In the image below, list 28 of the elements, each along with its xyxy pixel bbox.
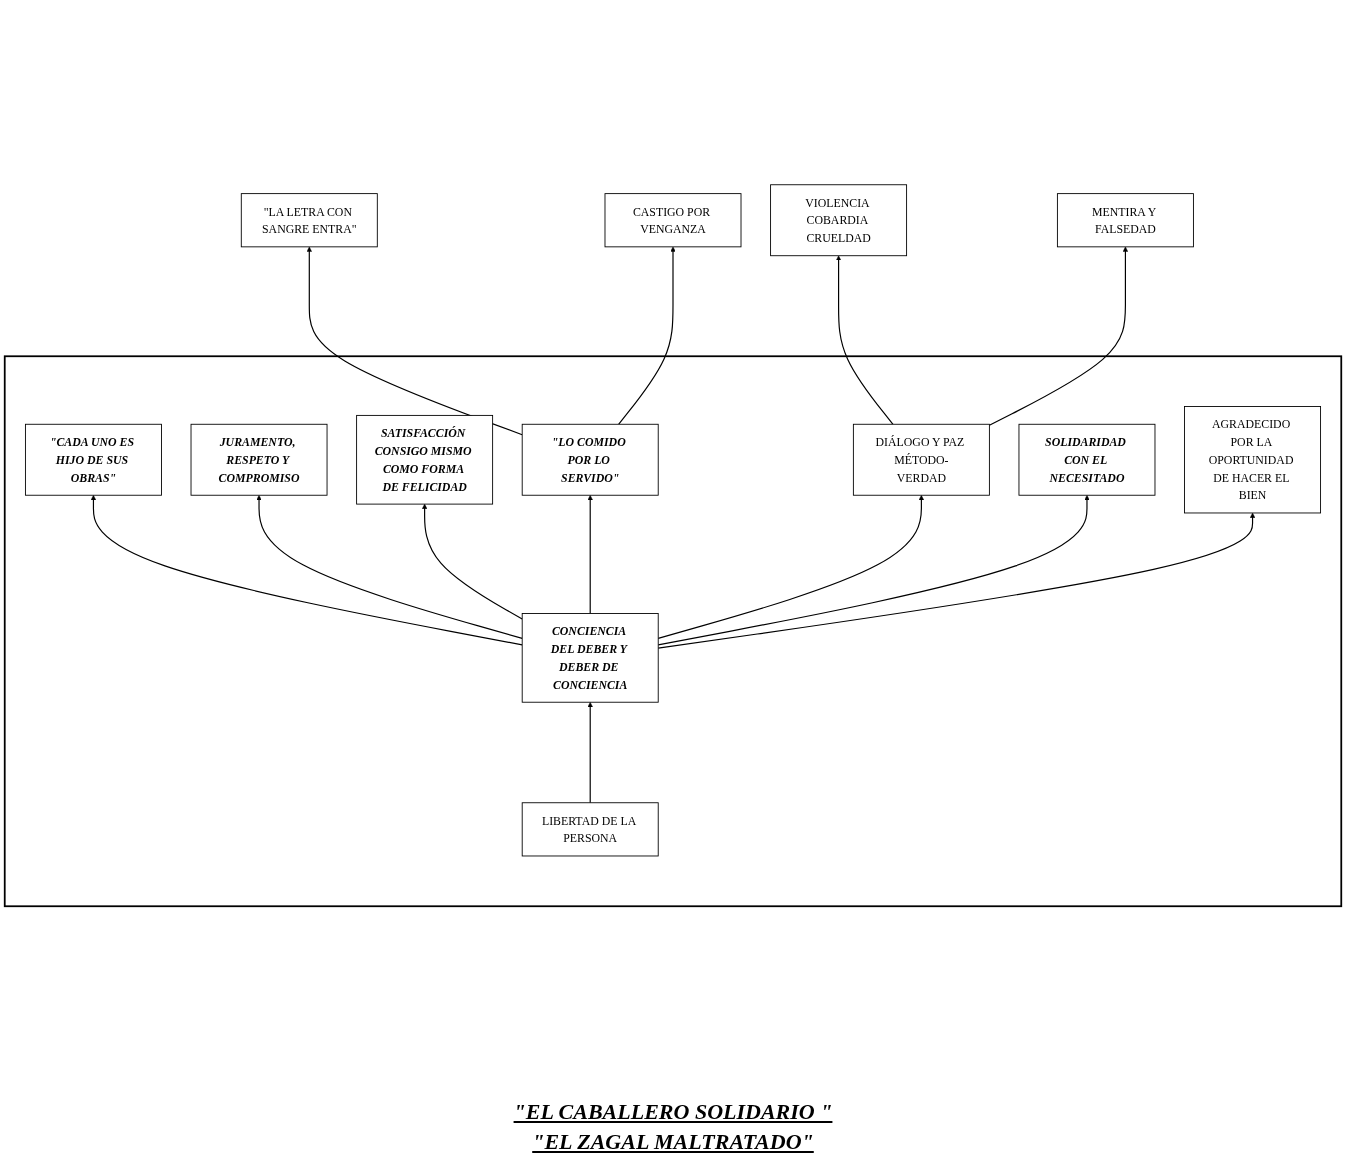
arrow	[618, 246, 676, 425]
node-box: AGRADECIDO POR LA OPORTUNIDAD DE HACER EL BIEN	[1184, 406, 1321, 514]
arrow	[422, 503, 523, 620]
node-box: CASTIGO POR VENGANZA	[604, 193, 742, 248]
node-box: JURAMENTO, RESPETO Y COMPROMISO	[190, 423, 328, 496]
caption-text: "EL CABALLERO SOLIDARIO "	[513, 1099, 833, 1125]
node-box: "LO COMIDO POR LO SERVIDO"	[521, 423, 659, 496]
arrow	[587, 702, 593, 804]
arrow	[836, 255, 894, 425]
arrow	[587, 495, 593, 615]
arrow	[306, 246, 523, 436]
node-box: DIÁLOGO Y PAZ MÉTODO-VERDAD	[852, 423, 990, 496]
arrow	[988, 246, 1128, 426]
cluster	[3, 355, 1343, 908]
node-box: CONCIENCIA DEL DEBER Y DEBER DE CONCIENCIA	[521, 613, 659, 703]
node-box: "CADA UNO ES HIJO DE SUS OBRAS"	[25, 423, 162, 496]
node-box: "LA LETRA CON SANGRE ENTRA"	[240, 193, 378, 248]
arrow	[657, 495, 1090, 646]
arrow	[657, 495, 924, 639]
node-box: VIOLENCIA COBARDIA CRUELDAD	[770, 184, 908, 257]
caption-text: "EL ZAGAL MALTRATADO"	[532, 1129, 814, 1155]
node-box: MENTIRA Y FALSEDAD	[1056, 193, 1194, 248]
node-box: SOLIDARIDAD CON EL NECESITADO	[1018, 423, 1156, 496]
arrow	[90, 495, 523, 646]
arrow	[256, 495, 523, 639]
node-box: SATISFACCIÓN CONSIGO MISMO COMO FORMA DE FELICIDAD	[356, 414, 494, 505]
node-box: LIBERTAD DE LA PERSONA	[521, 802, 659, 857]
arrow	[657, 512, 1256, 649]
